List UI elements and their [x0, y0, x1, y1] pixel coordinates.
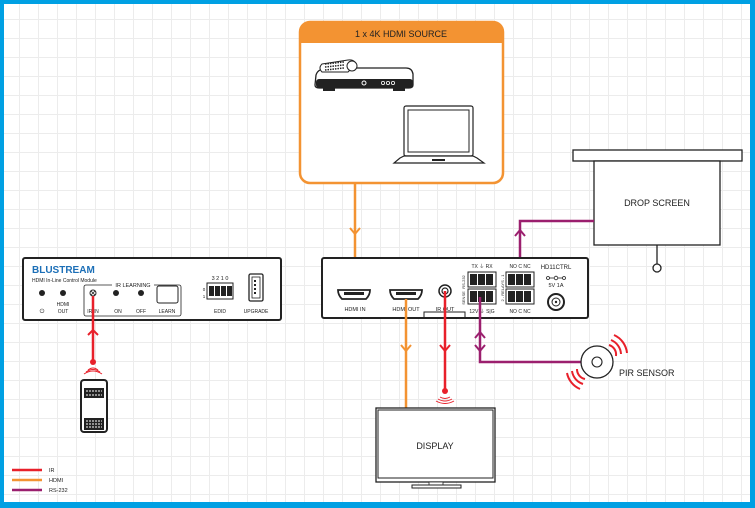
ir-cable-remote-to-ir-in — [83, 296, 103, 375]
hdmi-out-port[interactable] — [389, 289, 423, 300]
source-box: 1 x 4K HDMI SOURCE — [298, 20, 505, 185]
hdmi-out-led — [60, 290, 66, 296]
relay2-pin-label: NO C NC — [509, 309, 531, 315]
ir-emitter-waves-icon — [83, 367, 103, 375]
sense-pin-label: 12V ⏚ S|G — [469, 308, 494, 315]
set-top-box-icon — [314, 59, 414, 91]
legend-label-ir: IR — [49, 468, 55, 474]
motion-waves-icon — [566, 334, 628, 390]
off-led — [138, 290, 144, 296]
upgrade-usb-port[interactable] — [248, 273, 264, 302]
hdmi-cable-hdmi-out-to-display — [400, 299, 412, 408]
power-label: ⏻ — [40, 308, 45, 315]
sense-terminal-block[interactable] — [467, 288, 497, 305]
power-rating-label: 5V 1A — [549, 283, 564, 289]
legend-label-hdmi: HDMI — [49, 478, 64, 484]
model-label: HD11CTRL — [541, 265, 572, 271]
main-unit: HDMI IN HDMI OUT IR OUT TX ⏚ RX RS-232 S… — [321, 257, 589, 319]
rs232-terminal-block[interactable] — [467, 271, 497, 288]
drop-screen-pull-ring — [652, 263, 662, 273]
power-led — [39, 290, 45, 296]
on-led — [113, 290, 119, 296]
edid-label: EDID — [214, 309, 226, 315]
drop-screen-panel — [593, 160, 721, 246]
polarity-icon — [546, 275, 566, 281]
ir-learning-label: IR LEARNING — [115, 283, 150, 289]
edid-dip-switch[interactable] — [206, 282, 234, 300]
display-stand — [411, 484, 462, 489]
control-module: BLUSTREAM HDMI In-Line Control Module ⏻ … — [22, 257, 282, 321]
source-box-title: 1 x 4K HDMI SOURCE — [355, 29, 447, 39]
relay2-terminal-block[interactable] — [505, 288, 535, 305]
out-label: OUT — [58, 309, 69, 315]
hdmi-in-label: HDMI IN — [344, 307, 365, 313]
sense-side-label: SENSE — [461, 291, 466, 305]
hdmi-in-port[interactable] — [337, 289, 371, 300]
drop-screen: DROP SCREEN — [572, 149, 743, 273]
laptop-icon — [392, 105, 486, 164]
on-label: ON — [114, 309, 122, 315]
hdmi-label: HDMI — [57, 302, 70, 308]
control-module-body — [22, 257, 282, 321]
edid-side-0: 0 — [203, 287, 206, 292]
drop-screen-housing — [572, 149, 743, 162]
pir-sensor: PIR SENSOR — [566, 334, 675, 390]
edid-dip-numbers: 3 2 1 0 — [212, 276, 229, 282]
brand-logo: BLUSTREAM — [32, 265, 95, 276]
upgrade-label: UPGRADE — [244, 309, 269, 315]
relay1-terminal-block[interactable] — [505, 271, 535, 288]
learn-button[interactable] — [156, 285, 179, 304]
rs232-pin-label: TX ⏚ RX — [471, 263, 493, 270]
rs232-side-label: RS-232 — [461, 274, 466, 288]
rs232-cable-sense-to-pir-sensor — [474, 297, 582, 364]
legend: IR HDMI RS-232 — [12, 468, 68, 494]
drop-screen-label: DROP SCREEN — [624, 198, 690, 208]
display-label: DISPLAY — [416, 441, 453, 451]
off-label: OFF — [136, 309, 146, 315]
ir-cable-ir-out-to-display — [435, 291, 455, 404]
ir-remote-icon — [80, 379, 108, 433]
pir-sensor-label: PIR SENSOR — [619, 368, 675, 378]
module-model-label: HDMI In-Line Control Module — [32, 278, 97, 284]
relay1-pin-label: NO C NC — [509, 264, 531, 270]
edid-side-1: 1 — [203, 294, 206, 299]
legend-label-rs-232: RS-232 — [49, 488, 68, 494]
dc-power-jack[interactable] — [547, 293, 565, 311]
display: DISPLAY — [375, 407, 496, 489]
source-box-header — [300, 22, 503, 43]
ir-emitter-waves-icon — [435, 396, 455, 404]
relays-side-label: 2 - RELAYS - 1 — [500, 274, 505, 302]
learn-label: LEARN — [159, 309, 176, 315]
